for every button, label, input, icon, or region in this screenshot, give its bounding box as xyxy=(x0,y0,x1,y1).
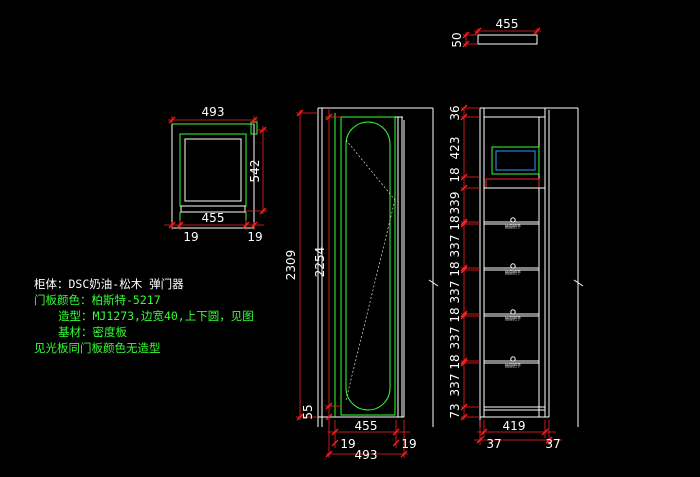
dim-int-18-e: 18 xyxy=(448,354,462,369)
dim-top-455: 455 xyxy=(496,17,519,31)
dim-int-36: 36 xyxy=(448,105,462,120)
dim-int-423: 423 xyxy=(448,137,462,160)
drawer-label-1: 抽屉把手 xyxy=(505,223,521,229)
dim-front-455: 455 xyxy=(355,419,378,433)
dim-int-337-d: 337 xyxy=(448,374,462,397)
dim-int-37-right: 37 xyxy=(545,437,560,451)
front-elevation: 2309 2254 55 455 19 19 493 xyxy=(284,107,439,462)
dim-front-2254: 2254 xyxy=(313,247,327,278)
note-side-panel: 见光板同门板颜色无造型 xyxy=(34,341,161,355)
note-door-color: 门板颜色：柏斯特-5217 xyxy=(34,293,161,307)
front-width-dimensions xyxy=(326,420,410,458)
dim-plan-19-right: 19 xyxy=(247,230,262,244)
note-door-shape: 造型：MJ1273,边宽40,上下圆，见图 xyxy=(58,309,254,323)
drawer-label-4: 抽屉把手 xyxy=(505,362,521,368)
drawer-label-2: 抽屉把手 xyxy=(505,269,521,275)
dim-front-55: 55 xyxy=(301,404,315,419)
note-cabinet-material: 柜体：DSC奶油-松木 弹门器 xyxy=(34,277,184,291)
dim-int-337-c: 337 xyxy=(448,327,462,350)
dim-int-73: 73 xyxy=(448,403,462,418)
front-height-dimensions xyxy=(296,108,341,420)
dim-front-19-right: 19 xyxy=(401,437,416,451)
dim-plan-455: 455 xyxy=(202,211,225,225)
dim-int-18-b: 18 xyxy=(448,215,462,230)
dim-plan-493: 493 xyxy=(202,105,225,119)
interior-elevation: 抽屉把手 抽屉把手 抽屉把手 抽屉把手 36 423 18 339 18 337… xyxy=(448,104,584,451)
dim-plan-19-left: 19 xyxy=(183,230,198,244)
dim-int-18-a: 18 xyxy=(448,167,462,182)
dim-front-19-left: 19 xyxy=(340,437,355,451)
dim-int-337-b: 337 xyxy=(448,281,462,304)
interior-width-dimensions xyxy=(474,420,562,445)
dim-plan-542: 542 xyxy=(248,160,262,183)
dim-top-50: 50 xyxy=(450,32,464,47)
drawer-label-3: 抽屉把手 xyxy=(505,315,521,321)
dim-int-419: 419 xyxy=(503,419,526,433)
note-base-material: 基材：密度板 xyxy=(58,325,127,339)
dim-int-337-a: 337 xyxy=(448,235,462,258)
dim-front-2309: 2309 xyxy=(284,250,298,281)
dim-int-18-c: 18 xyxy=(448,261,462,276)
dim-front-493: 493 xyxy=(355,448,378,462)
dim-int-37-left: 37 xyxy=(486,437,501,451)
dim-int-339: 339 xyxy=(448,192,462,215)
interior-height-dimensions xyxy=(461,107,480,420)
top-panel-detail: 455 50 xyxy=(450,17,541,48)
plan-view: 493 542 455 19 19 xyxy=(164,105,267,244)
dim-int-18-d: 18 xyxy=(448,307,462,322)
